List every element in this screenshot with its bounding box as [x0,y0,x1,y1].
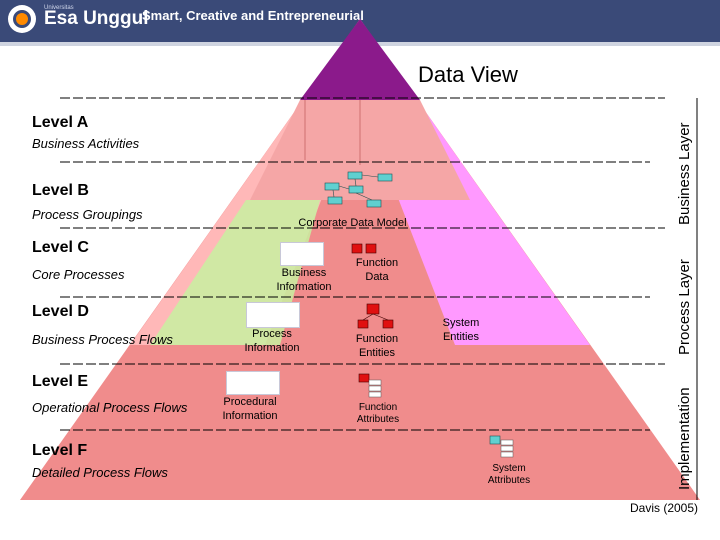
level-b-description: Process Groupings [32,207,143,222]
corporate-data-model-icon [324,171,393,208]
citation: Davis (2005) [630,501,699,515]
level-d-description: Business Process Flows [32,332,173,347]
procedural-information-thumbnail [226,371,280,395]
level-a-description: Business Activities [32,136,140,151]
function-data-label: Function Data [355,257,399,283]
process-information-thumbnail [246,302,300,328]
business-layer-label: Business Layer [676,122,693,225]
university-name: Esa Unggul [44,8,149,29]
system-attributes-icon [489,435,514,458]
function-attributes-icon [358,373,382,398]
level-a-title: Level A [32,114,89,131]
level-f-title: Level F [32,442,88,459]
pyramid-base [20,19,700,500]
level-f-description: Detailed Process Flows [32,465,168,480]
function-data-icon [351,243,377,254]
function-attributes-label: Function Attributes [356,402,400,425]
tagline: Smart, Creative and Entrepreneurial [142,8,364,23]
business-information-label: Business Information [276,267,332,293]
logo-emblem-icon [13,10,31,28]
level-b-title: Level B [32,182,89,199]
level-d-title: Level D [32,303,89,320]
pyramid-apex [300,19,420,100]
data-view-title: Data View [418,62,518,87]
level-c-title: Level C [32,239,89,256]
system-entities-label: System Entities [442,317,480,343]
implementation-label: Implementation [676,387,693,490]
function-entities-label: Function Entities [355,333,399,359]
corporate-data-model-label: Corporate Data Model [298,217,407,229]
level-e-description: Operational Process Flows [32,400,188,415]
procedural-information-label: Procedural Information [222,396,278,422]
business-information-thumbnail [280,242,324,266]
process-layer-label: Process Layer [676,259,693,355]
function-entities-icon [357,303,394,329]
process-information-label: Process Information [244,328,300,354]
level-e-title: Level E [32,373,89,390]
logo-small-text: Universitas [44,5,74,11]
system-attributes-label: System Attributes [487,463,531,486]
level-c-description: Core Processes [32,267,125,282]
